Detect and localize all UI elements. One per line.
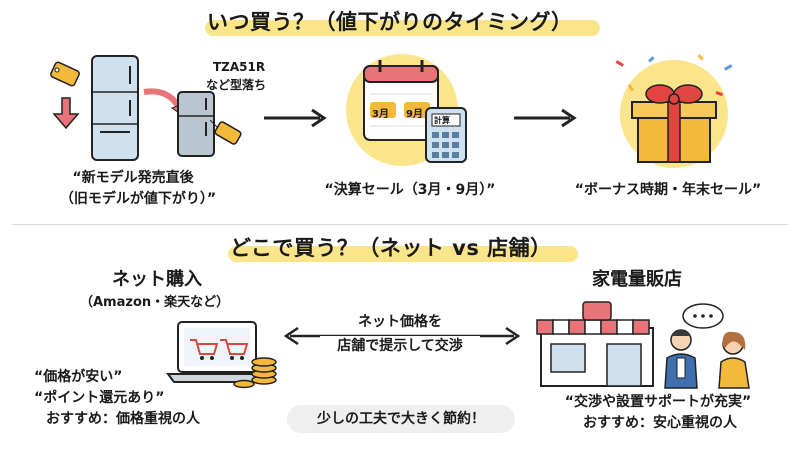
gift-box-icon [615, 54, 733, 168]
online-point-cheap: “価格が安い” [34, 369, 123, 385]
electronics-store-icon [536, 301, 750, 389]
arrow-right-icon [514, 108, 577, 128]
new-model-caption-line1: “新モデル発売直後 [72, 170, 194, 186]
tip-badge: 少しの工夫で大きく節約！ [287, 405, 515, 433]
calendar-month-september: 9月 [406, 109, 423, 120]
settlement-sale-caption: “決算セール（3月・9月）” [324, 182, 496, 198]
store-title: 家電量販店 [592, 269, 682, 290]
bonus-sale-caption: “ボーナス時期・年末セール” [574, 182, 762, 198]
calendar-month-march: 3月 [372, 109, 389, 120]
negotiate-line1: ネット価格を [330, 312, 470, 333]
arrow-right-icon [264, 108, 327, 128]
negotiate-line2: 店舗で提示して交渉 [320, 336, 480, 357]
when-title: いつ買う？（値下がりのタイミング） [207, 10, 573, 34]
store-point-support: “交渉や設置サポートが充実” [564, 394, 752, 410]
when-title-highlight [205, 20, 600, 36]
section-divider [12, 224, 788, 225]
laptop-shopping-icon [166, 321, 277, 389]
where-title: どこで買う？（ネット vs 店舗） [230, 236, 552, 260]
model-tag-label: TZA51R [213, 60, 266, 74]
online-recommendation: おすすめ：価格重視の人 [46, 411, 200, 427]
online-purchase-subtitle: （Amazon・楽天など） [80, 295, 230, 310]
online-purchase-title: ネット購入 [112, 269, 202, 290]
online-point-rewards: “ポイント還元あり” [34, 390, 165, 406]
new-model-caption-line2: （旧モデルが値下がり）” [59, 191, 217, 207]
refrigerator-icon [50, 55, 242, 161]
calculator-label: 計算 [434, 116, 450, 125]
model-tag-sublabel: など型落ち [206, 78, 267, 92]
where-title-highlight [228, 246, 578, 262]
calendar-icon [346, 54, 467, 166]
store-recommendation: おすすめ：安心重視の人 [583, 415, 737, 431]
